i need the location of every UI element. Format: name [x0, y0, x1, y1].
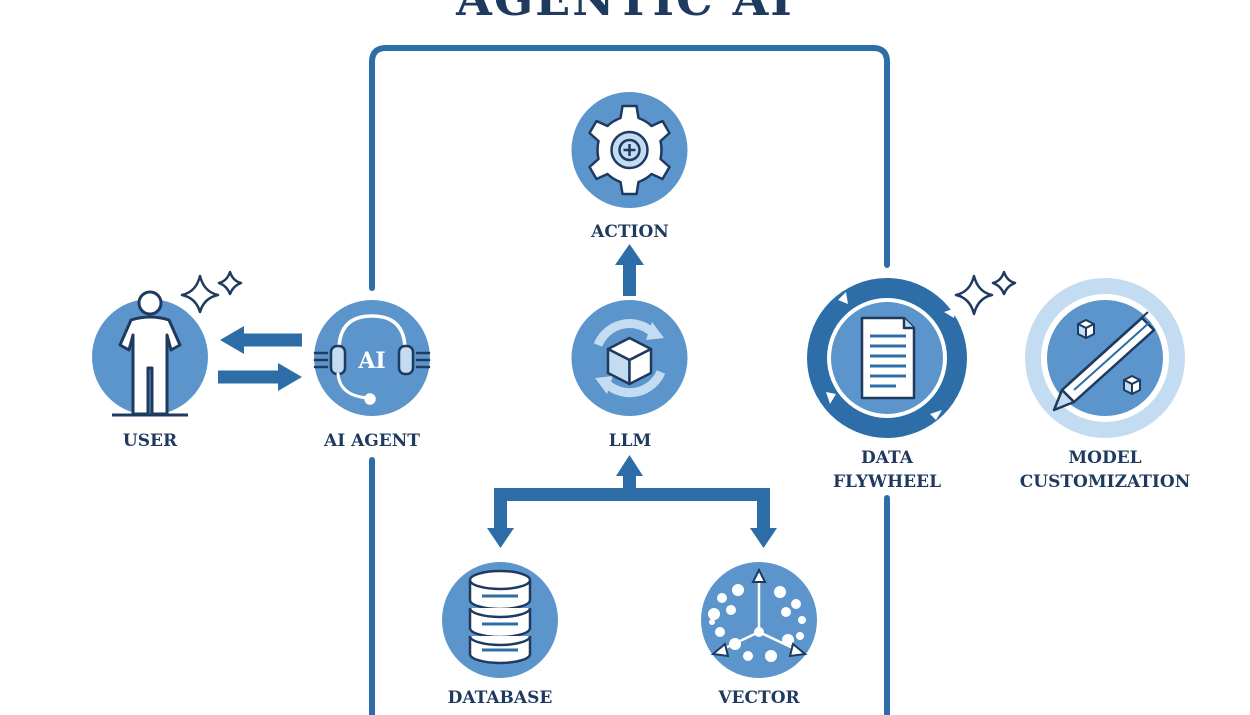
- sparkle-icon: [954, 270, 1017, 316]
- person-icon: [112, 290, 188, 417]
- diagram-title: AGENTIC AI: [0, 0, 1250, 26]
- model-customization-node: [1025, 278, 1185, 438]
- pencil-icon: [1052, 311, 1156, 412]
- vector-node: [701, 562, 817, 678]
- user-label: USER: [122, 431, 178, 451]
- database-node: [442, 562, 558, 678]
- data-flywheel-label: DATA FLYWHEEL: [807, 446, 967, 494]
- headset-icon: [313, 314, 431, 405]
- vector-icon: [708, 567, 808, 662]
- llm-node: [571, 300, 688, 416]
- model-customization-label-line1: MODEL: [1068, 448, 1142, 468]
- data-flywheel-label-line1: DATA: [861, 448, 913, 468]
- document-icon: [860, 316, 916, 400]
- action-node: [571, 92, 688, 208]
- system-frame: [369, 45, 890, 715]
- model-customization-label-line2: CUSTOMIZATION: [1019, 472, 1191, 492]
- user-agent-arrows: [218, 326, 302, 391]
- cube-cycle-icon: [593, 319, 666, 398]
- llm-label: LLM: [608, 431, 652, 451]
- database-icon: [468, 569, 532, 665]
- database-label: DATABASE: [447, 688, 553, 708]
- ai-agent-node: AI: [313, 300, 431, 416]
- sparkle-icon: [180, 270, 243, 314]
- model-customization-label: MODEL CUSTOMIZATION: [1010, 446, 1200, 494]
- arrow-llm-branches: [487, 455, 777, 548]
- vector-label: VECTOR: [718, 688, 800, 708]
- action-label: ACTION: [591, 222, 669, 242]
- gear-icon: [588, 104, 671, 196]
- data-flywheel-node: [807, 278, 967, 438]
- ai-agent-label: AI AGENT: [324, 431, 420, 451]
- arrow-llm-to-action: [615, 244, 644, 296]
- user-node: [92, 290, 208, 417]
- ai-badge: AI: [357, 348, 385, 374]
- flywheel-cycle-segments: [826, 292, 956, 420]
- cube-icon: [1077, 319, 1141, 395]
- data-flywheel-label-line2: FLYWHEEL: [832, 472, 942, 492]
